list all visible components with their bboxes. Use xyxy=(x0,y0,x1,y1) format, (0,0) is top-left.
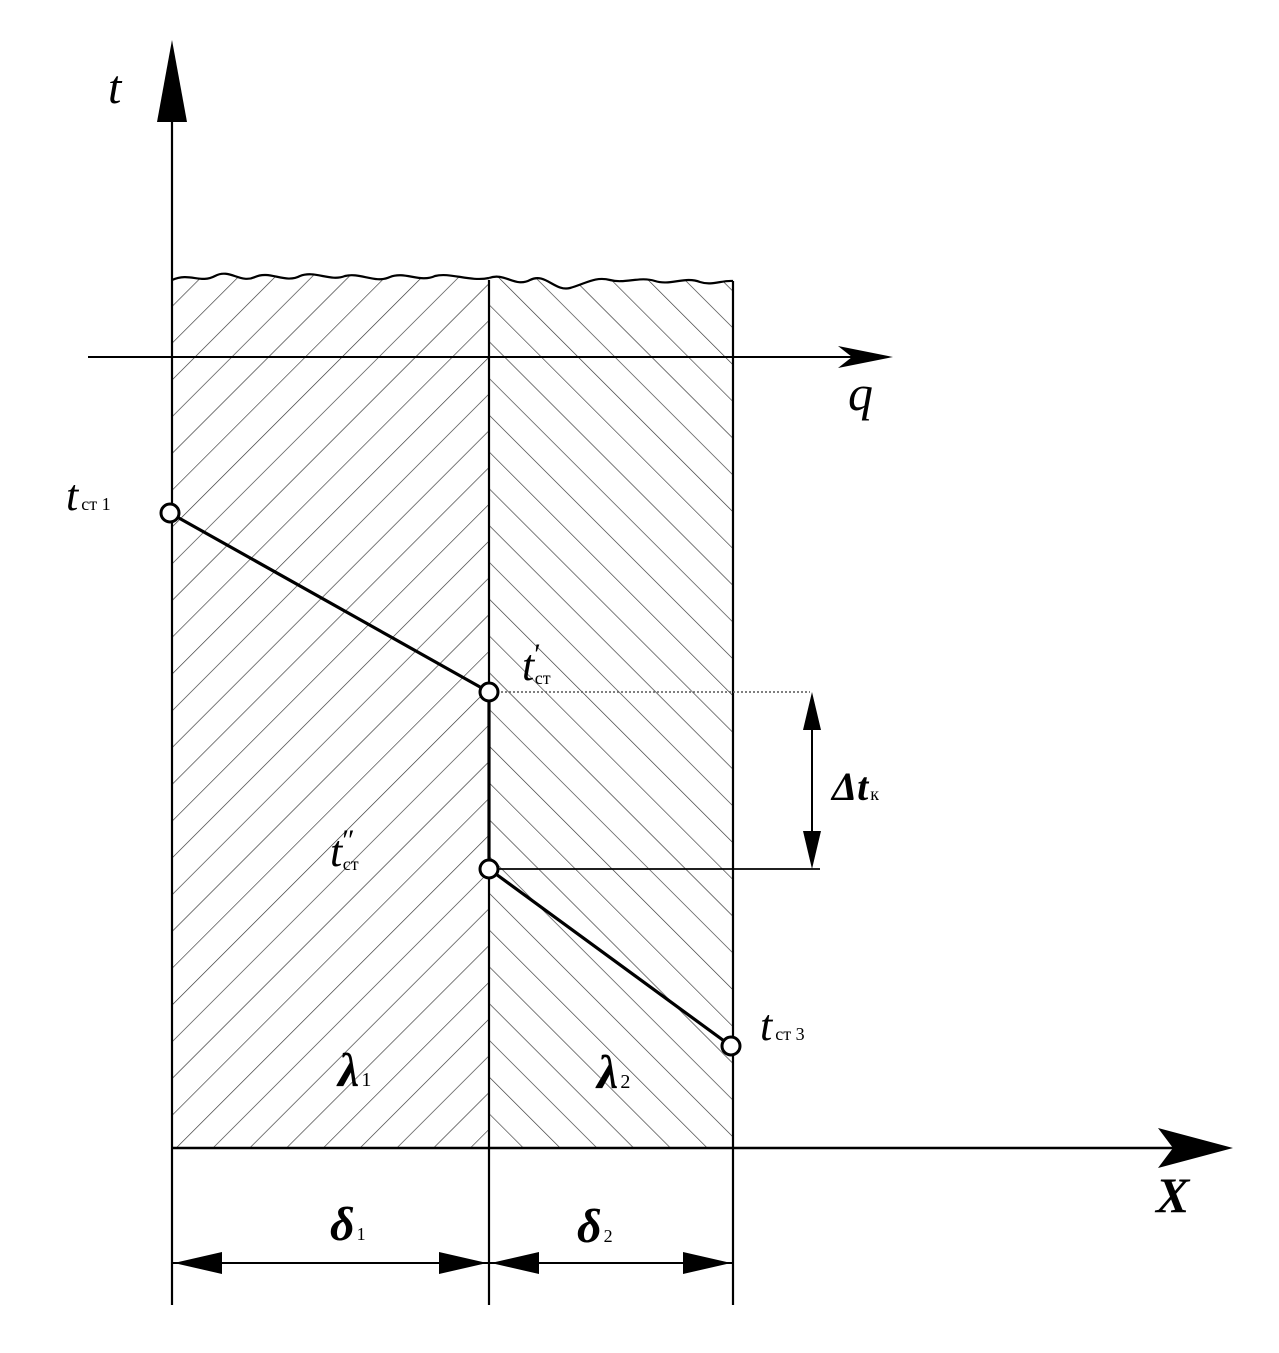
point-t-interface-prime xyxy=(478,681,500,703)
layer-2-top-edge xyxy=(488,275,734,290)
contact-drop-arrow-up xyxy=(803,692,821,730)
heat-flux-arrowhead xyxy=(838,346,893,368)
thickness-2-arrow-left xyxy=(491,1252,539,1274)
layer-1-top-edge xyxy=(171,272,490,282)
layer-2-hatching xyxy=(489,276,733,1148)
point-t-wall-3 xyxy=(720,1035,742,1057)
label-t-interface-double-prime: t″ст xyxy=(330,824,359,876)
t-axis-label: t xyxy=(108,61,123,114)
thickness-1-arrow-right xyxy=(439,1252,487,1274)
thickness-1-arrow-left xyxy=(174,1252,222,1274)
label-t-interface-prime: t′ст xyxy=(522,638,551,690)
t-axis-arrowhead xyxy=(157,40,187,122)
layer-1-hatching xyxy=(172,273,489,1148)
temperature-profile-line xyxy=(169,511,732,1048)
thickness-2-arrow-right xyxy=(683,1252,731,1274)
x-axis-arrowhead xyxy=(1158,1128,1233,1168)
contact-drop-arrow-down xyxy=(803,831,821,869)
x-axis-label: X xyxy=(1154,1167,1191,1223)
point-t-wall-1 xyxy=(159,502,181,524)
heat-flux-label: q xyxy=(848,365,873,421)
point-t-interface-double-prime xyxy=(478,858,500,880)
